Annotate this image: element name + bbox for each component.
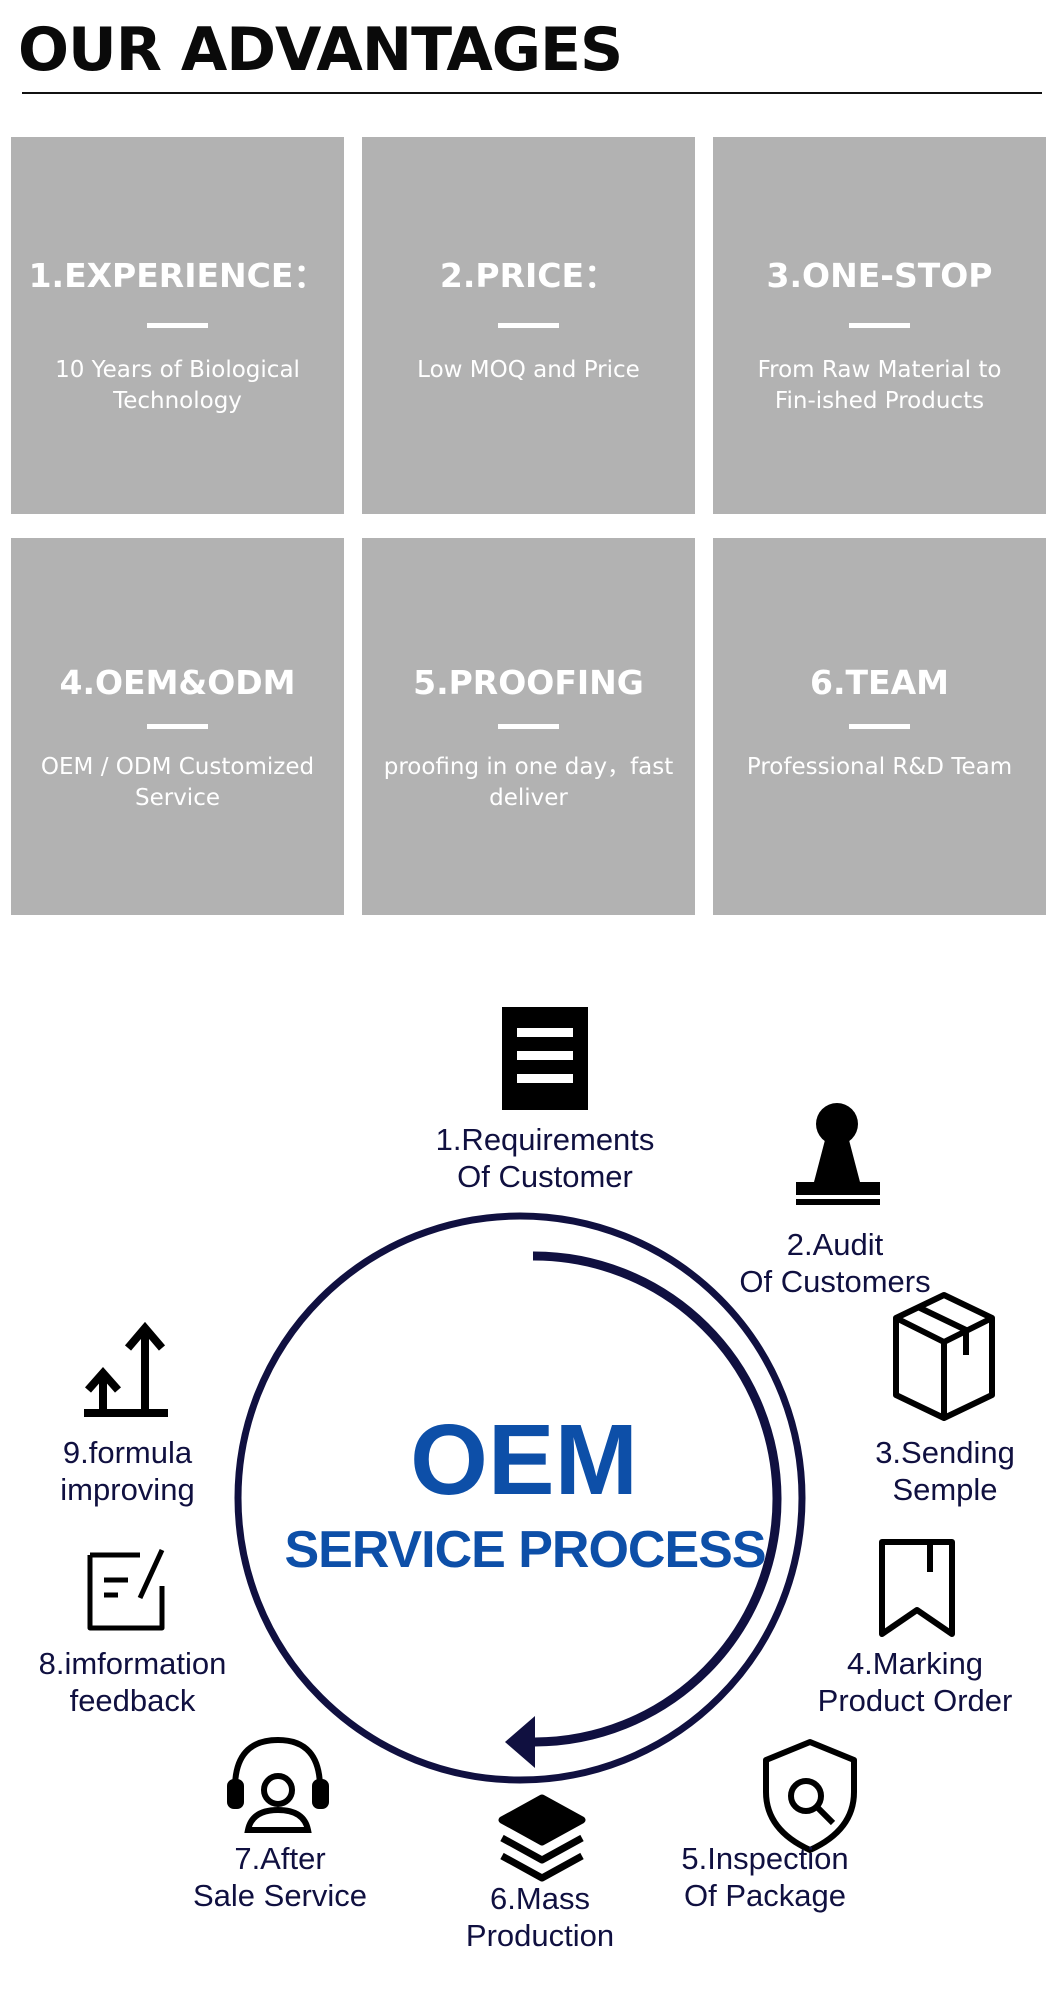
advantage-card-oem-odm: 4.OEM&ODM OEM / ODM Customized Service [11,538,344,915]
process-circle [234,1212,806,1784]
step-label-formula: 9.formula improving [35,1434,220,1508]
advantage-divider [498,323,559,328]
advantage-description: Professional R&D Team [746,754,1013,780]
advantage-card-price: 2.PRICE： Low MOQ and Price [362,137,695,514]
advantage-description: proofing in one day，fast deliver [383,754,674,811]
step-label-mass: 6.Mass Production [440,1880,640,1954]
step-title: 1.Requirements [435,1122,655,1157]
title-divider [22,92,1042,94]
advantage-description: OEM / ODM Customized Service [40,754,315,811]
step-subtitle: Product Order [817,1683,1013,1718]
advantage-title: 1.EXPERIENCE： [28,256,327,295]
step-label-requirements: 1.Requirements Of Customer [395,1121,695,1195]
headset-icon [227,1736,329,1833]
step-subtitle: Semple [892,1472,998,1507]
step-label-information: 8.imformation feedback [10,1645,255,1719]
arrow-head-icon [505,1716,535,1768]
step-subtitle: Of Customer [457,1159,633,1194]
advantage-divider [849,323,910,328]
step-label-marking: 4.Marking Product Order [790,1645,1040,1719]
step-label-after-sale: 7.After Sale Service [175,1840,385,1914]
shield-search-icon [763,1739,857,1853]
advantage-divider [147,724,208,729]
edit-note-icon [87,1548,165,1631]
oem-process-diagram: OEM SERVICE PROCESS 1.Requirements Of Cu… [0,950,1060,1992]
arrows-up-icon [84,1321,168,1417]
step-subtitle: Of Package [684,1878,846,1913]
bookmark-icon [879,1539,955,1637]
layers-icon [498,1794,586,1882]
step-title: 8.imformation [38,1646,227,1681]
advantage-description: From Raw Material to Fin-ished Products [757,357,1002,414]
step-subtitle: Sale Service [192,1878,368,1913]
step-label-sending: 3.Sending Semple [855,1434,1035,1508]
advantage-card-team: 6.TEAM Professional R&D Team [713,538,1046,915]
step-label-audit: 2.Audit Of Customers [715,1226,955,1300]
advantage-title: 6.TEAM [810,663,949,702]
process-arrow [532,1251,782,1747]
step-title: 9.formula [62,1435,193,1470]
advantage-title: 3.ONE-STOP [766,256,993,295]
step-title: 4.Marking [846,1646,984,1681]
oem-subtitle: SERVICE PROCESS [284,1521,766,1579]
step-subtitle: feedback [69,1683,196,1718]
step-subtitle: Of Customers [739,1264,931,1299]
advantage-description: Low MOQ and Price [417,357,640,383]
advantage-title: 2.PRICE： [439,256,618,295]
advantage-card-proofing: 5.PROOFING proofing in one day，fast deli… [362,538,695,915]
advantage-title: 4.OEM&ODM [59,663,296,702]
step-title: 3.Sending [875,1435,1015,1470]
step-subtitle: improving [60,1472,195,1507]
stamp-icon [796,1103,880,1205]
advantage-divider [498,724,559,729]
advantage-description: 10 Years of Biological Technology [55,357,300,414]
step-title: 2.Audit [786,1227,884,1262]
step-title: 6.Mass [490,1881,590,1916]
advantage-card-experience: 1.EXPERIENCE： 10 Years of Biological Tec… [11,137,344,514]
advantage-title: 5.PROOFING [413,663,644,702]
step-title: 5.Inspection [681,1841,849,1876]
page-title: OUR ADVANTAGES [18,15,623,85]
step-label-inspection: 5.Inspection Of Package [660,1840,870,1914]
advantage-card-one-stop: 3.ONE-STOP From Raw Material to Fin-ishe… [713,137,1046,514]
document-icon [502,1007,588,1110]
step-subtitle: Production [465,1918,615,1953]
advantage-divider [849,724,910,729]
step-title: 7.After [234,1841,326,1876]
box-icon [893,1292,995,1421]
advantage-divider [147,323,208,328]
oem-title: OEM [410,1404,638,1516]
